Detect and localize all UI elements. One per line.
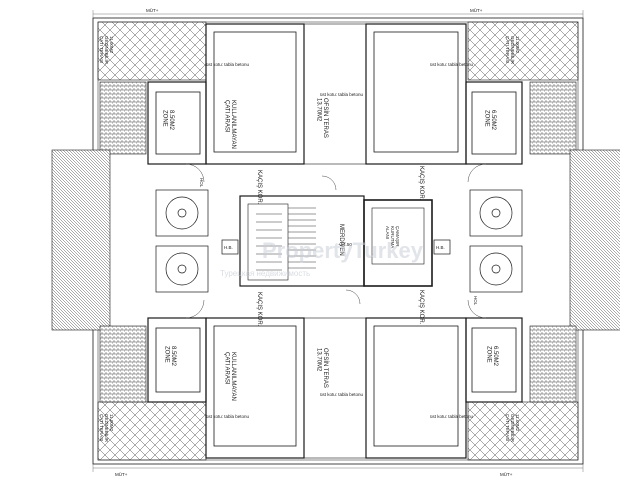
spiral-stair-top-right xyxy=(469,189,523,237)
room-small-top-right xyxy=(465,81,523,165)
terrace-bottom-left xyxy=(97,401,207,461)
room-attic-bottom-left xyxy=(205,317,305,459)
label-terrace-corner-bl: 11.00M2GEZİNEBİLİRÇATI TERASI xyxy=(99,414,114,443)
label-shaft: ÇAMAŞIRKURUTMAALANI xyxy=(385,226,400,248)
label-small-bl: 8.50M2ZONE xyxy=(163,346,176,367)
label-terrace-corner-tr: 11.00M2GEZİNEBİLİRÇATI TERASI xyxy=(505,36,520,65)
label-hall-left: HOL xyxy=(199,178,204,188)
roof-left-slope xyxy=(51,149,111,331)
stair-well xyxy=(247,203,289,281)
label-terrace-tc: OFSİN TERAS13.70M2 xyxy=(315,98,329,138)
label-terrace-bc: OFSİN TERAS13.70M2 xyxy=(315,348,329,388)
terrace-top-right xyxy=(467,21,579,81)
line-note-top-left: üst kotu: tabla betonu xyxy=(206,62,250,67)
room-terrace-top-center xyxy=(303,23,367,165)
top-level-label: MÜT+ xyxy=(146,7,159,13)
room-walls xyxy=(147,23,523,459)
spiral-stair-top-left xyxy=(155,189,209,237)
line-note-mid-bottom: üst kotu: tabla betonu xyxy=(320,392,364,397)
wc-label-right: H.B. xyxy=(436,245,445,250)
label-stair: MERDİVEN xyxy=(338,224,345,256)
level-marker: +14.50 xyxy=(338,242,352,247)
label-small-tl: 8.50M2ZONE xyxy=(161,110,174,131)
spiral-stair-bottom-right xyxy=(469,245,523,293)
spiral-stair-bottom-left xyxy=(155,245,209,293)
terrace-top-left xyxy=(97,21,207,81)
label-small-tr: 6.50M2ZONE xyxy=(483,110,496,131)
label-attic-bl: KULLANILMAYANÇATI ARASI xyxy=(223,352,236,401)
terrace-bottom-right xyxy=(467,401,579,461)
room-attic-top-right xyxy=(365,23,467,165)
roof-right-lower xyxy=(529,325,577,403)
roof-left-upper xyxy=(99,81,147,155)
label-corridor-tr: KAÇIŞ KOR. xyxy=(418,166,424,201)
label-small-br: 6.50M2ZONE xyxy=(485,346,498,367)
line-note-bottom-left: üst kotu: tabla betonu xyxy=(206,414,250,419)
label-corridor-bl: KAÇIŞ KOR. xyxy=(256,292,262,327)
spiral-stairs xyxy=(155,189,523,293)
dimension-lines xyxy=(92,10,584,472)
room-small-bottom-left xyxy=(147,317,207,403)
label-terrace-corner-br: 11.00M2GEZİNEBİLİRÇATI TERASI xyxy=(505,414,520,443)
bottom-level-label-right: MÜT+ xyxy=(500,471,513,477)
label-corridor-br: KAÇIŞ KOR. xyxy=(418,290,424,325)
room-small-bottom-right xyxy=(465,317,523,403)
label-corridor-tl: KAÇIŞ KOR. xyxy=(256,170,262,205)
room-attic-bottom-right xyxy=(365,317,467,459)
inner-rooms xyxy=(155,31,517,447)
room-terrace-bottom-center xyxy=(303,317,367,459)
wc-boxes xyxy=(221,239,451,255)
label-hall-right: HOL xyxy=(473,296,478,306)
line-note-mid-top: üst kotu: tabla betonu xyxy=(320,92,364,97)
room-attic-top-left xyxy=(205,23,305,165)
roof-right-upper xyxy=(529,81,577,155)
label-attic-tl: KULLANILMAYANÇATI ARASI xyxy=(223,100,236,149)
shaft-inner xyxy=(371,207,425,265)
watermark-tagline: Турецкая недвижимость xyxy=(220,269,310,278)
central-core xyxy=(239,195,433,287)
roof-left-lower xyxy=(99,325,147,403)
room-labels: KULLANILMAYANÇATI ARASI KULLANILMAYANÇAT… xyxy=(99,36,520,443)
label-terrace-corner-tl: 11.00M2GEZİNEBİLİRÇATI TERASI xyxy=(99,36,114,65)
roof-tiles xyxy=(51,81,620,403)
door-swings xyxy=(185,163,487,319)
watermark-brand: PropertyTurkey xyxy=(262,238,424,263)
line-note-top-right: üst kotu: tabla betonu xyxy=(430,62,474,67)
terrace-hatches xyxy=(97,21,579,461)
line-note-bottom-right: üst kotu: tabla betonu xyxy=(430,414,474,419)
room-small-top-left xyxy=(147,81,207,165)
roof-right-slope xyxy=(569,149,620,331)
shaft-room xyxy=(363,199,433,287)
wc-label-left: H.B. xyxy=(224,245,233,250)
central-stair-treads xyxy=(256,207,316,271)
top-level-label-right: MÜT+ xyxy=(470,7,483,13)
bottom-level-label: MÜT+ xyxy=(115,471,128,477)
